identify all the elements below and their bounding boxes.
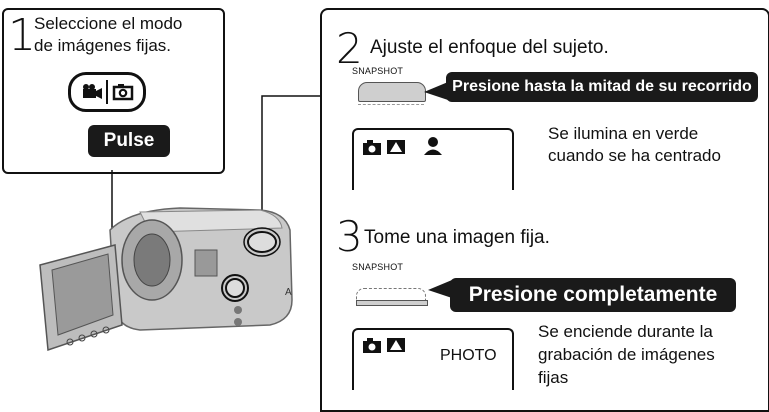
step2-snapshot-label: SNAPSHOT	[352, 66, 404, 76]
step3-lcd-screen	[352, 328, 514, 390]
step2-auto-mode-icon	[387, 140, 405, 154]
step1-number: 1	[8, 10, 36, 61]
still-camera-icon	[112, 84, 134, 101]
pulse-label: Pulse	[88, 125, 170, 157]
step1-text-line1: Seleccione el modo	[34, 14, 183, 33]
step3-press-label: Presione completamente	[450, 278, 736, 312]
mode-switch-button[interactable]	[68, 72, 146, 112]
step3-snapshot-label: SNAPSHOT	[352, 262, 404, 272]
step2-camera-icon	[363, 140, 381, 155]
step3-auto-mode-icon	[387, 338, 405, 352]
step3-note-line2: grabación de imágenes	[538, 345, 715, 364]
step3-lcd-text: PHOTO	[440, 347, 497, 364]
step3-title: Tome una imagen fija.	[364, 227, 550, 248]
step2-title: Ajuste el enfoque del sujeto.	[370, 37, 609, 58]
step3-camera-icon	[363, 338, 381, 353]
step2-note-line1: Se ilumina en verde	[548, 124, 699, 143]
step2-number: 2	[336, 24, 363, 73]
step2-pointer-arrow	[424, 82, 448, 100]
focus-person-icon	[424, 137, 442, 155]
camcorder-illustration: A	[39, 207, 293, 352]
step3-note-line1: Se enciende durante la	[538, 322, 713, 341]
step3-pointer-arrow	[428, 280, 452, 298]
step3-note-line3: fijas	[538, 368, 569, 387]
svg-text:A: A	[285, 287, 292, 298]
step3-number: 3	[336, 212, 363, 261]
step1-text-line2: de imágenes fijas.	[34, 36, 172, 55]
step2-note-line2: cuando se ha centrado	[548, 146, 721, 165]
video-camera-icon	[83, 84, 102, 99]
step2-snapshot-button	[358, 82, 426, 102]
step2-press-label: Presione hasta la mitad de su recorrido	[446, 72, 758, 102]
